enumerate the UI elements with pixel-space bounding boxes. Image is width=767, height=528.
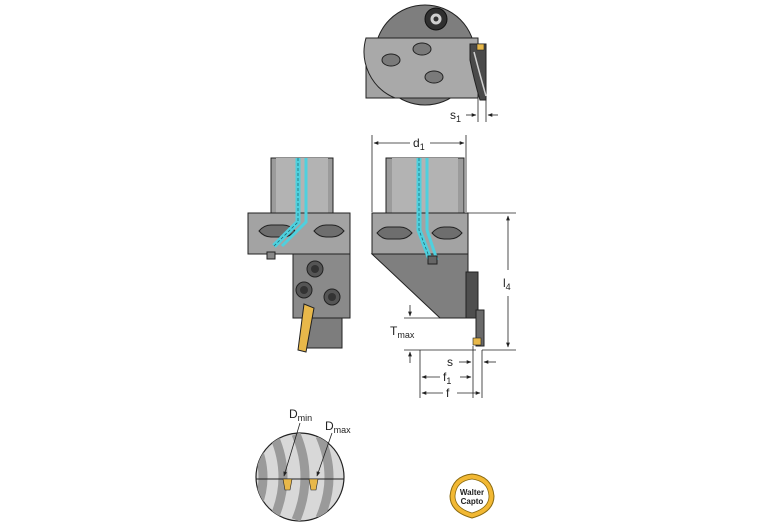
front-view: d1 l4 Tmax s f1 f — [370, 135, 516, 400]
detail-insert-2 — [308, 478, 319, 491]
top-screw-hole-2 — [412, 42, 432, 56]
top-blade-slot — [469, 43, 487, 101]
label-tmax: Tmax — [390, 324, 415, 340]
detail-insert-1 — [282, 478, 293, 491]
front-slot-right — [431, 226, 463, 240]
label-l4: l4 — [503, 276, 511, 292]
side-view — [247, 157, 351, 353]
top-view: s1 — [363, 4, 498, 124]
top-screw-hole-1 — [381, 53, 401, 67]
side-slot-right — [313, 224, 345, 238]
front-slot-left — [376, 226, 413, 240]
label-dmax: Dmax — [325, 419, 351, 435]
logo-line2: Capto — [461, 497, 484, 506]
label-s: s — [447, 355, 453, 369]
top-screw-hole-3 — [424, 70, 444, 84]
label-d1: d1 — [413, 136, 425, 152]
label-dmin: Dmin — [289, 407, 312, 423]
side-insert — [297, 303, 315, 353]
detail-circle: Dmin Dmax — [255, 407, 351, 522]
label-s1: s1 — [450, 108, 461, 124]
front-blade — [475, 309, 485, 347]
front-wedge — [370, 253, 469, 319]
walter-capto-logo: Walter Capto — [449, 473, 495, 519]
front-insert — [472, 337, 482, 346]
label-f1: f1 — [443, 370, 451, 386]
label-f: f — [446, 386, 450, 400]
logo-line1: Walter — [460, 488, 484, 497]
top-insert — [476, 43, 485, 51]
